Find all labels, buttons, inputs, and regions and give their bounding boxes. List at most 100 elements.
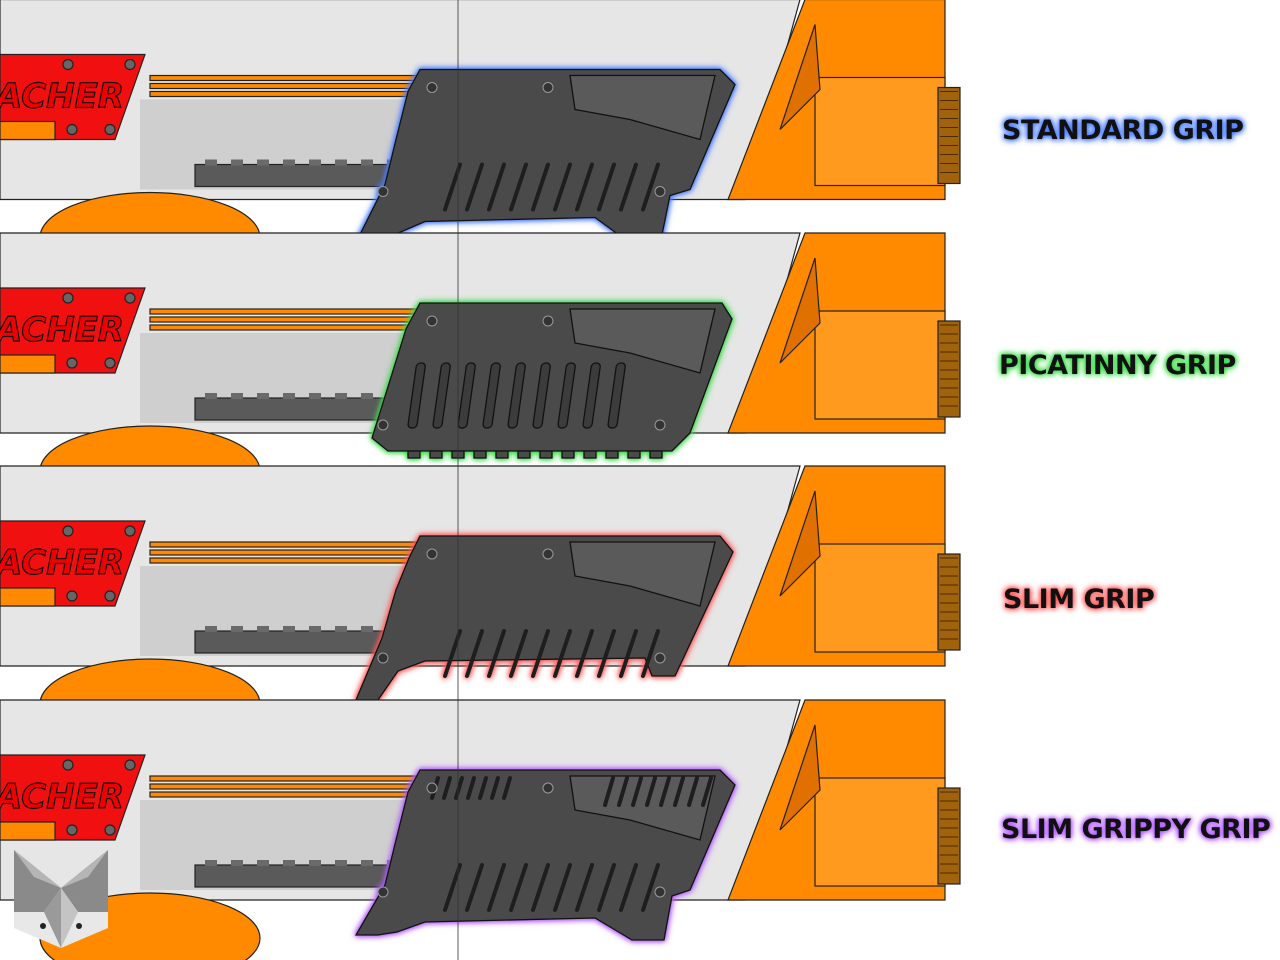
grip-ridge xyxy=(443,162,462,212)
rack-tooth xyxy=(205,159,217,166)
grip-ridge xyxy=(531,162,550,212)
screw-icon xyxy=(62,292,74,304)
rack-tooth xyxy=(231,393,243,399)
screw-icon xyxy=(124,292,136,304)
rack-tooth xyxy=(335,860,347,866)
rack-tooth xyxy=(361,626,373,632)
grip-screw-icon xyxy=(542,782,554,794)
rail-stripe xyxy=(149,308,431,315)
grip-standard xyxy=(338,68,736,276)
grip-ridge xyxy=(553,863,572,912)
screw-icon xyxy=(62,759,74,771)
grip-screw-icon xyxy=(377,886,389,898)
grip-screw-icon xyxy=(654,419,666,431)
rail-tooth xyxy=(473,450,487,459)
knurled-ring xyxy=(937,86,961,185)
rail-tooth xyxy=(583,450,597,459)
red-side-panel xyxy=(0,754,146,841)
grippy-slot xyxy=(617,776,629,807)
rail-stripe xyxy=(149,775,431,782)
grip-screw-icon xyxy=(377,186,389,197)
rack-tooth xyxy=(361,860,373,866)
grip-ridge xyxy=(575,162,594,212)
grippy-slot xyxy=(701,776,713,807)
screw-icon xyxy=(62,525,74,537)
grip-picatinny xyxy=(371,302,733,459)
grip-label-picatinny: PICATINNY GRIP xyxy=(999,350,1236,381)
grip-ridge xyxy=(509,863,528,912)
rack-tooth xyxy=(231,860,243,866)
grip-band-slim-grippy: ACHER xyxy=(0,699,961,960)
barrel-sleeve xyxy=(814,76,946,187)
rack-tooth xyxy=(283,860,295,866)
orange-slider xyxy=(0,120,56,141)
grip-ridge xyxy=(597,863,616,912)
nose-fin xyxy=(779,257,821,364)
grip-ridge xyxy=(553,162,572,212)
grip-slim-grippy xyxy=(354,769,736,941)
grip-slot xyxy=(507,362,526,429)
grip-screw-icon xyxy=(426,782,438,794)
grippy-slot xyxy=(454,776,464,800)
grip-ridge xyxy=(531,863,550,912)
grippy-slot xyxy=(442,776,452,800)
rail-stripe xyxy=(149,791,431,798)
grip-slot xyxy=(407,362,426,429)
orange-slider xyxy=(0,587,56,607)
screw-icon xyxy=(66,357,78,369)
grip-slot xyxy=(457,362,476,429)
rail-stripe xyxy=(149,557,431,564)
rack-tooth xyxy=(205,860,217,866)
grip-ridge xyxy=(487,863,506,912)
red-side-panel xyxy=(0,520,146,607)
panel-text: ACHER xyxy=(0,543,124,583)
grip-top-ramp xyxy=(569,74,716,141)
grip-ridge xyxy=(597,629,616,678)
knurled-ring xyxy=(937,787,961,885)
rail-tooth xyxy=(627,450,641,459)
red-side-panel xyxy=(0,53,146,141)
grip-ridge xyxy=(487,629,506,678)
rack-tooth xyxy=(257,626,269,632)
rail-stripe xyxy=(149,90,431,98)
screw-icon xyxy=(104,357,116,369)
grippy-slot xyxy=(490,776,500,800)
grip-slot xyxy=(557,362,576,429)
knurled-ring xyxy=(937,320,961,418)
rack-tooth xyxy=(361,393,373,399)
grip-ridge xyxy=(619,629,638,678)
grip-band-standard: ACHER xyxy=(0,0,961,284)
rail-stripe xyxy=(149,324,431,331)
knurled-ring xyxy=(937,553,961,651)
screw-icon xyxy=(104,123,116,136)
grip-top-ramp xyxy=(569,308,716,374)
rail-tooth xyxy=(429,450,443,459)
rack-tooth xyxy=(205,393,217,399)
grip-ridge xyxy=(487,162,506,212)
rail-stripe xyxy=(149,783,431,790)
screw-icon xyxy=(124,759,136,771)
screw-icon xyxy=(104,824,116,836)
screw-icon xyxy=(66,123,78,136)
grip-slot xyxy=(532,362,551,429)
grip-slot xyxy=(607,362,626,429)
grip-screw-icon xyxy=(426,315,438,327)
grip-band-picatinny: ACHER xyxy=(0,232,961,517)
rack-tooth xyxy=(309,860,321,866)
grip-slot xyxy=(582,362,601,429)
rail-stripe xyxy=(149,82,431,90)
grip-label-standard: STANDARD GRIP xyxy=(1002,115,1244,146)
rack-tooth xyxy=(335,159,347,166)
grip-ridge xyxy=(465,629,484,678)
rack-tooth xyxy=(205,626,217,632)
panel-text: ACHER xyxy=(0,310,124,350)
grip-label-slim-grippy: SLIM GRIPPY GRIP xyxy=(1001,814,1271,845)
rack-tooth xyxy=(231,159,243,166)
grippy-slot xyxy=(603,776,615,807)
fox-logo xyxy=(14,850,108,948)
screw-icon xyxy=(124,525,136,537)
rail-stripe xyxy=(149,316,431,323)
rack-tooth xyxy=(335,626,347,632)
grip-screw-icon xyxy=(377,419,389,431)
rack-tooth xyxy=(309,159,321,166)
